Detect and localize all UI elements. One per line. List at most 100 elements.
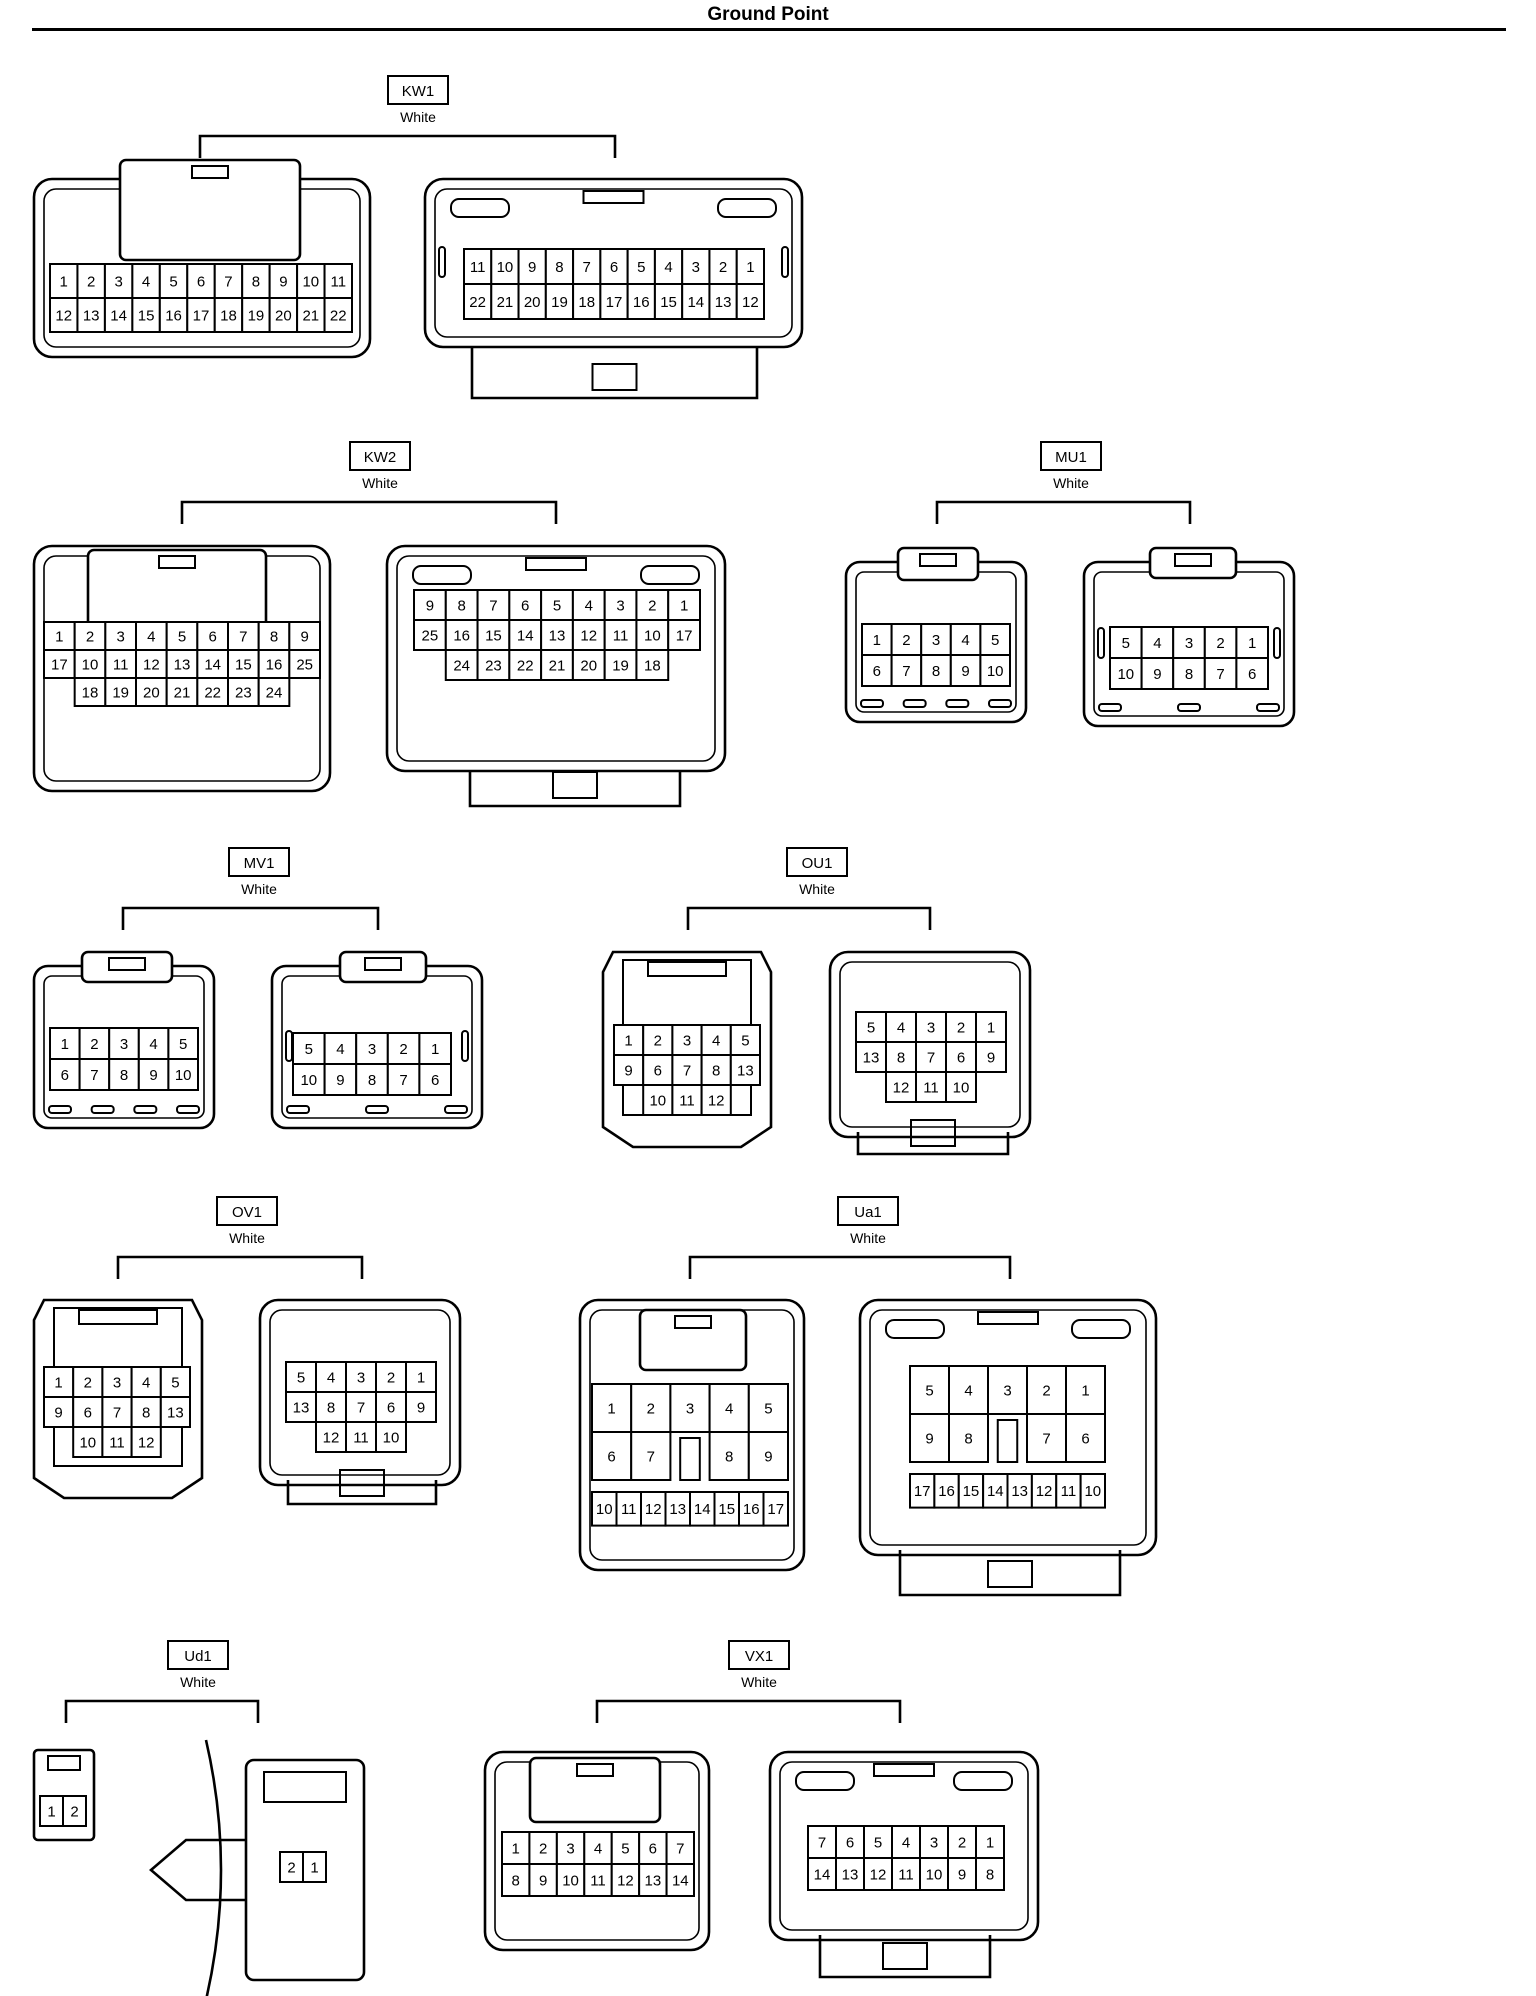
pin-number: 6: [610, 259, 618, 276]
contact-pad: [1177, 703, 1201, 712]
connector-body: [258, 1298, 462, 1487]
pin-number: 7: [357, 1399, 365, 1416]
pin-cell: 7: [386, 1063, 421, 1096]
latch: [1148, 546, 1238, 580]
latch: [528, 1756, 662, 1824]
pin-number: 9: [925, 1430, 933, 1447]
pin-number: 18: [82, 684, 99, 701]
pin-cell: 7: [213, 263, 244, 299]
pin-number: 2: [719, 259, 727, 276]
pin-cell: 13: [708, 283, 738, 320]
pin-cell: 1: [1065, 1365, 1106, 1415]
pin-cell-border: [167, 1027, 199, 1060]
pin-cell: 5: [292, 1032, 326, 1065]
pin-number: 20: [143, 684, 160, 701]
bottom-tab: [470, 346, 759, 400]
latch-slot: [919, 553, 957, 567]
pin-number: 19: [112, 684, 129, 701]
pin-number: 9: [300, 628, 308, 645]
pin-cell: 1: [43, 621, 76, 651]
pin-cell-border: [664, 1491, 691, 1527]
contact-pad: [365, 1105, 389, 1114]
pin-cell: 12: [49, 297, 79, 333]
pin-number: 9: [958, 1866, 966, 1883]
pin-number: 10: [1084, 1483, 1101, 1500]
latch-slot: [674, 1315, 712, 1329]
pin-cell: 6: [835, 1825, 865, 1859]
pin-cell: 8: [130, 1396, 162, 1428]
pin-cell: 12: [863, 1857, 893, 1891]
pin-cell-border: [555, 1863, 586, 1897]
pin-number: 15: [660, 294, 677, 311]
pin-number: 16: [266, 656, 283, 673]
contact-pad: [1098, 703, 1122, 712]
pin-number: 3: [368, 1041, 376, 1058]
pin-number: 6: [1248, 666, 1256, 683]
pin-cell-border: [517, 283, 547, 320]
pin-number: 9: [764, 1448, 772, 1465]
pin-number: 13: [83, 307, 100, 324]
latch-slot: [525, 557, 587, 571]
pin-cell: 11: [915, 1071, 947, 1103]
pin-cell: 16: [738, 1491, 765, 1527]
pin-cell-border: [544, 283, 575, 320]
contact-pad: [860, 699, 884, 708]
pin-cell: 6: [49, 1058, 81, 1091]
pin-cell: 6: [1235, 657, 1270, 690]
pin-cell: 5: [540, 589, 574, 621]
group-code: MU1: [1055, 449, 1087, 466]
pin-cell-border: [630, 1431, 672, 1481]
pin-cell-border: [713, 1491, 740, 1527]
pin-number: 11: [109, 1434, 125, 1451]
pin-number: 1: [55, 628, 63, 645]
pin-number: 3: [116, 628, 124, 645]
pin-cell-border: [227, 677, 260, 707]
pin-number: 4: [902, 1834, 910, 1851]
pin-cell: 3: [101, 1366, 133, 1398]
group-code: OU1: [802, 855, 833, 872]
pin-number: 4: [149, 1036, 157, 1053]
contact-pad: [176, 1105, 200, 1114]
pin-cell-border: [1065, 1413, 1106, 1463]
pin-number: 18: [578, 294, 595, 311]
group-code-box: [167, 1640, 229, 1670]
pin-number: 13: [842, 1866, 859, 1883]
pin-cell: 1: [735, 248, 766, 285]
group-code: MV1: [244, 855, 275, 872]
pin-number: 4: [1153, 635, 1161, 652]
pin-number: 10: [1117, 666, 1134, 683]
pin-cell: 8: [700, 1054, 732, 1086]
pin-cell: 5: [158, 263, 189, 299]
guide-post: [1097, 627, 1105, 659]
pin-number: 10: [302, 273, 319, 290]
pin-cell: 1: [591, 1383, 633, 1433]
tab-lock: [987, 1560, 1033, 1588]
group-color: White: [229, 1230, 265, 1246]
group-color: White: [741, 1674, 777, 1690]
pin-cell: 9: [975, 1041, 1007, 1073]
pin-cell: 3: [104, 621, 138, 651]
pin-number: 7: [583, 259, 591, 276]
pin-number: 3: [932, 632, 940, 649]
pin-cell-border: [257, 621, 291, 651]
pin-number: 8: [725, 1448, 733, 1465]
pin-cell: 12: [610, 1863, 641, 1897]
pin-cell: 4: [135, 621, 168, 651]
key-slot: [640, 565, 700, 585]
key-block: [679, 1437, 701, 1481]
pin-cell: 6: [1065, 1413, 1106, 1463]
pin-cell-border: [861, 654, 893, 687]
connector-inner: [434, 188, 793, 338]
pin-number: 9: [961, 663, 969, 680]
group-bracket: [595, 1699, 902, 1723]
tab-lock: [910, 1119, 956, 1147]
pin-number: 17: [767, 1501, 784, 1518]
pin-cell: 4: [949, 623, 982, 656]
pin-number: 2: [90, 1036, 98, 1053]
